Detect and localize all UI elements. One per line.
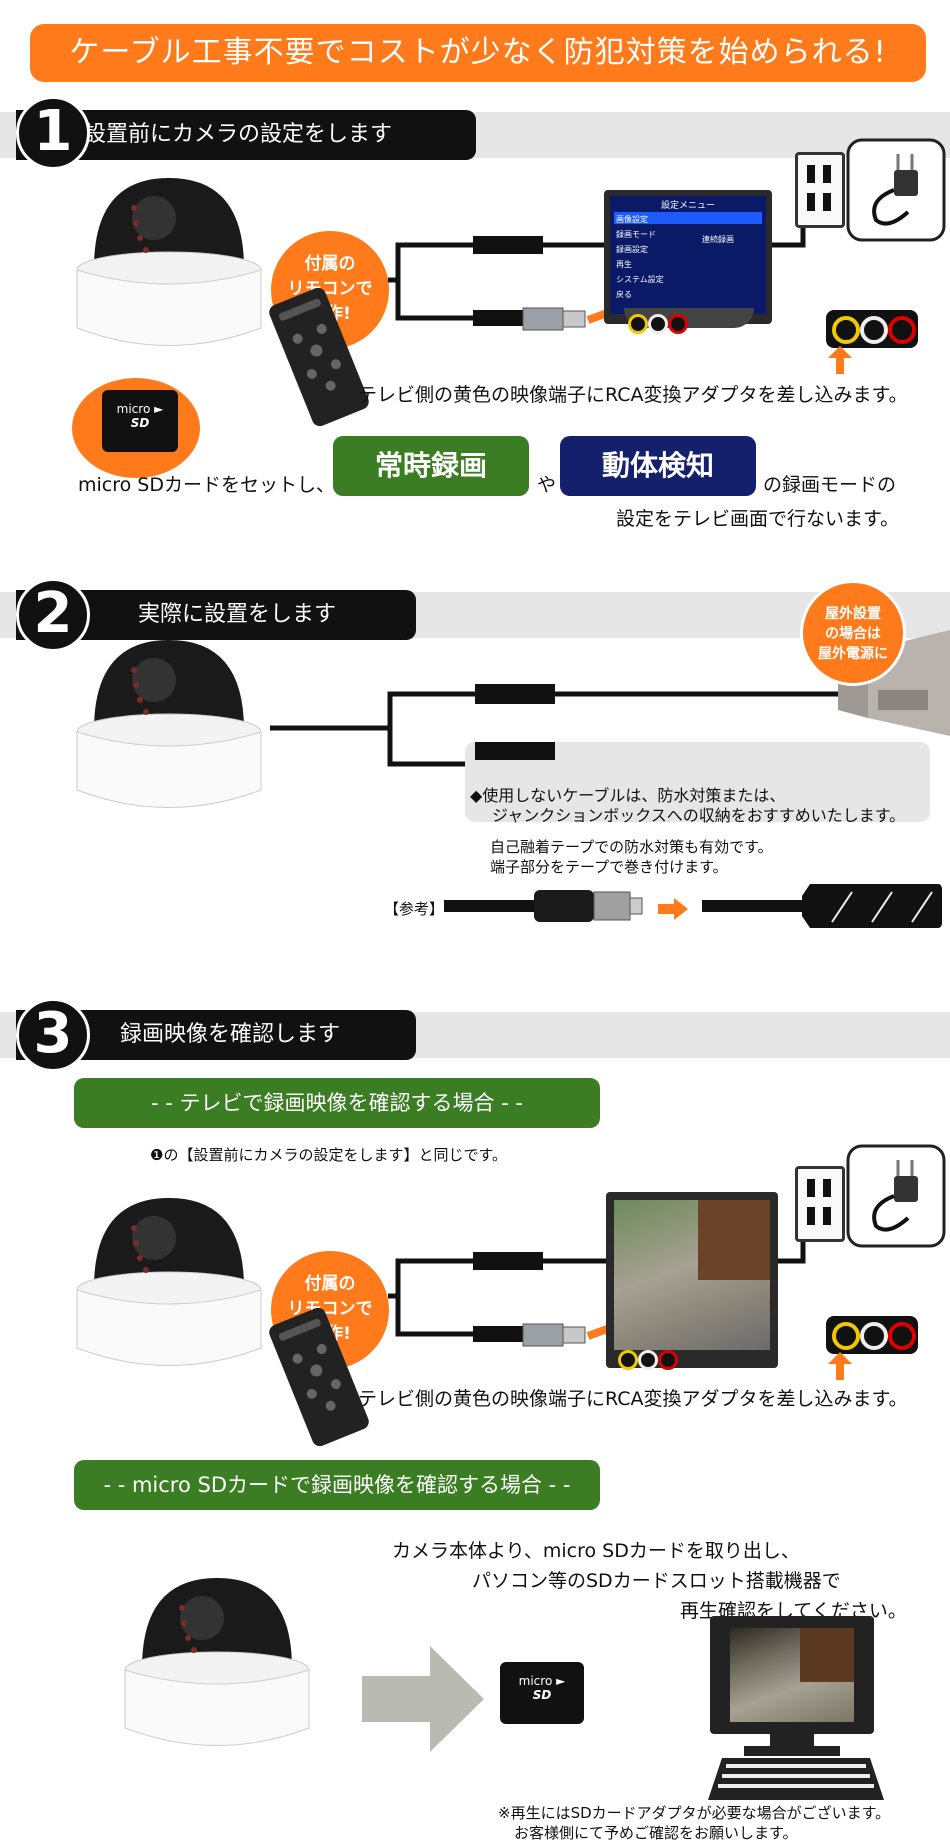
remote-badge-line: 付属の — [304, 1274, 356, 1294]
mode-continuous-badge: 常時録画 — [333, 436, 529, 496]
rca-note: テレビ側の黄色の映像端子にRCA変換アダプタを差し込みます。 — [358, 384, 908, 406]
white-port-icon — [648, 314, 668, 334]
power-adapter-icon — [846, 138, 946, 242]
keyboard-icon — [708, 1758, 884, 1800]
arrow-up-icon — [828, 346, 852, 374]
wall-outlet-icon — [795, 152, 845, 228]
monitor-playback — [606, 1192, 778, 1370]
remote-badge-line: 付属の — [304, 254, 356, 274]
menu-item: 戻る — [616, 290, 632, 299]
sd-check-header: - - micro SDカードで録画映像を確認する場合 - - — [74, 1460, 600, 1510]
red-port-icon — [668, 314, 688, 334]
bnc-cable-icon — [444, 890, 643, 922]
sd-card-icon: micro ► SD — [102, 390, 178, 452]
rca-jack-icon — [826, 310, 918, 348]
connector-text: や — [537, 474, 557, 496]
dome-camera-icon — [76, 640, 262, 808]
unused-cable — [475, 742, 555, 760]
menu-side-label: 連続録画 — [702, 235, 734, 244]
tv-same-note: ❶の【設置前にカメラの設定をします】と同じです。 — [150, 1146, 507, 1164]
wall-outlet-icon — [795, 1166, 845, 1242]
menu-item: 画像設定 — [616, 215, 648, 224]
arrow-right-icon — [658, 898, 688, 920]
sd-card-label: micro ► — [116, 402, 164, 416]
remote-control-icon — [269, 1307, 369, 1447]
sd-card-icon: micro ► SD — [500, 1662, 584, 1724]
menu-item: 再生 — [616, 260, 632, 269]
sd-instruction-line: カメラ本体より、micro SDカードを取り出し、 — [392, 1540, 800, 1562]
step3-number: 3 — [16, 998, 90, 1072]
cable-note-line: ジャンクションボックスへの収納をおすすめいたします。 — [492, 806, 906, 825]
menu-item: 録画モード — [616, 230, 656, 239]
step2-number: 2 — [16, 578, 90, 652]
step3-title-text: 録画映像を確認します — [120, 1022, 341, 1047]
mode-motion-badge: 動体検知 — [560, 436, 756, 496]
arrow-up-icon — [828, 1352, 852, 1380]
red-port-icon — [658, 1350, 678, 1370]
monitor-settings: 設定メニュー 画像設定 録画モード 録画設定 再生 システム設定 戻る 連続録画 — [604, 190, 772, 338]
setting-text-c: 設定をテレビ画面で行ないます。 — [616, 508, 900, 530]
sd-card-label: SD — [532, 1688, 552, 1702]
rca-note: テレビ側の黄色の映像端子にRCA変換アダプタを差し込みます。 — [358, 1388, 908, 1410]
remote-control-icon — [269, 287, 369, 427]
step1-number: 1 — [16, 96, 90, 170]
taped-cable-icon — [702, 884, 942, 928]
outdoor-badge-line: の場合は — [825, 626, 881, 642]
menu-item: システム設定 — [616, 275, 664, 284]
tv-check-header: - - テレビで録画映像を確認する場合 - - — [74, 1078, 600, 1128]
setting-text-a: micro SDカードをセットし、 — [78, 474, 335, 496]
sd-card-label: SD — [130, 416, 150, 430]
dome-camera-icon — [76, 178, 262, 346]
dome-camera-icon — [124, 1578, 310, 1746]
page-banner: ケーブル工事不要でコストが少なく防犯対策を始められる! — [30, 24, 926, 82]
yellow-port-icon — [628, 314, 648, 334]
reference-label: 【参考】 — [384, 900, 445, 918]
outdoor-badge-line: 屋外設置 — [825, 606, 881, 622]
power-adapter-icon — [846, 1144, 946, 1248]
menu-item: 録画設定 — [616, 245, 648, 254]
sd-card-label: micro ► — [518, 1674, 566, 1688]
white-port-icon — [638, 1350, 658, 1370]
outdoor-badge: 屋外設置 の場合は 屋外電源に — [800, 580, 906, 686]
computer-monitor-icon — [710, 1616, 874, 1764]
menu-title: 設定メニュー — [660, 201, 715, 211]
step2-title-text: 実際に設置をします — [138, 602, 337, 627]
tape-note-line: 自己融着テープでの防水対策も有効です。 — [490, 838, 773, 856]
cable-note-line: ◆使用しないケーブルは、防水対策または、 — [470, 786, 786, 805]
setting-text-b: の録画モードの — [763, 474, 897, 496]
footnote-line: ※再生にはSDカードアダプタが必要な場合がございます。 — [498, 1804, 891, 1822]
rca-jack-icon — [826, 1316, 918, 1354]
big-arrow-right-icon — [362, 1646, 484, 1752]
yellow-port-icon — [618, 1350, 638, 1370]
dome-camera-icon — [76, 1198, 262, 1366]
sd-instruction-line: パソコン等のSDカードスロット搭載機器で — [472, 1570, 841, 1592]
footnote-line: お客様側にて予めご確認をお願いします。 — [514, 1824, 798, 1842]
step1-title: 設置前にカメラの設定をします — [16, 110, 476, 160]
tape-note-line: 端子部分をテープで巻き付けます。 — [490, 858, 728, 876]
outdoor-badge-line: 屋外電源に — [818, 646, 888, 662]
